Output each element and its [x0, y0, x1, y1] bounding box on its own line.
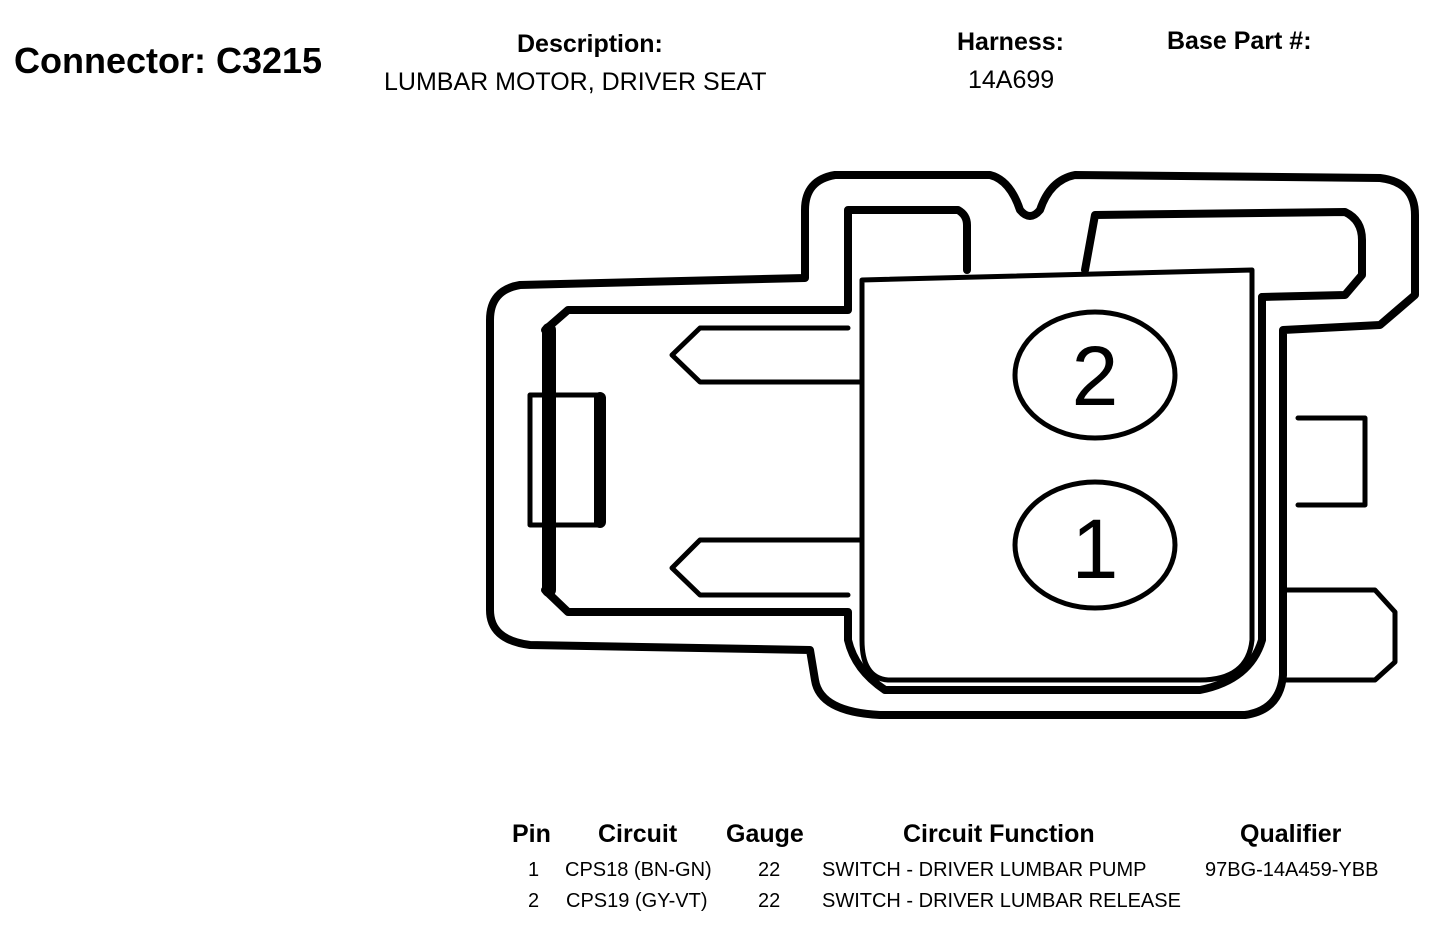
row-gauge: 22 — [758, 890, 781, 912]
row-pin: 1 — [528, 859, 540, 881]
pin-1-cavity — [1012, 479, 1178, 611]
housing-outer-outline — [486, 171, 1419, 719]
row-qualifier: 97BG-14A459-YBB — [1205, 859, 1379, 881]
row-pin: 2 — [528, 890, 540, 912]
right-tab-lower — [1280, 587, 1398, 683]
latch-frame — [541, 206, 971, 334]
description-value: LUMBAR MOTOR, DRIVER SEAT — [384, 68, 767, 96]
row-function: SWITCH - DRIVER LUMBAR PUMP — [822, 859, 1147, 881]
lower-key-slot — [669, 537, 865, 598]
description-label: Description: — [517, 30, 663, 58]
pin-2-label: 2 — [1072, 329, 1119, 423]
row-circuit: CPS18 (BN-GN) — [565, 859, 712, 881]
pin-1-label: 1 — [1072, 502, 1119, 596]
row-circuit: CPS19 (GY-VT) — [566, 890, 708, 912]
header-gauge: Gauge — [726, 820, 804, 848]
header-pin: Pin — [512, 820, 551, 848]
upper-key-slot — [669, 325, 865, 385]
latch-frame-top-right — [1081, 208, 1366, 301]
pin-2-cavity — [1012, 309, 1178, 441]
latch-frame-bottom — [541, 293, 1266, 694]
left-tab — [527, 392, 601, 528]
row-gauge: 22 — [758, 859, 781, 881]
harness-value: 14A699 — [968, 66, 1055, 94]
right-tab-upper — [1295, 415, 1368, 508]
header-circuit: Circuit — [598, 820, 678, 848]
contact-body — [859, 267, 1255, 683]
harness-label: Harness: — [957, 28, 1064, 56]
base-part-label: Base Part #: — [1167, 27, 1312, 55]
row-function: SWITCH - DRIVER LUMBAR RELEASE — [822, 890, 1181, 912]
connector-title: Connector: C3215 — [14, 40, 323, 81]
header-circuit-function: Circuit Function — [903, 820, 1095, 848]
header-qualifier: Qualifier — [1240, 820, 1342, 848]
